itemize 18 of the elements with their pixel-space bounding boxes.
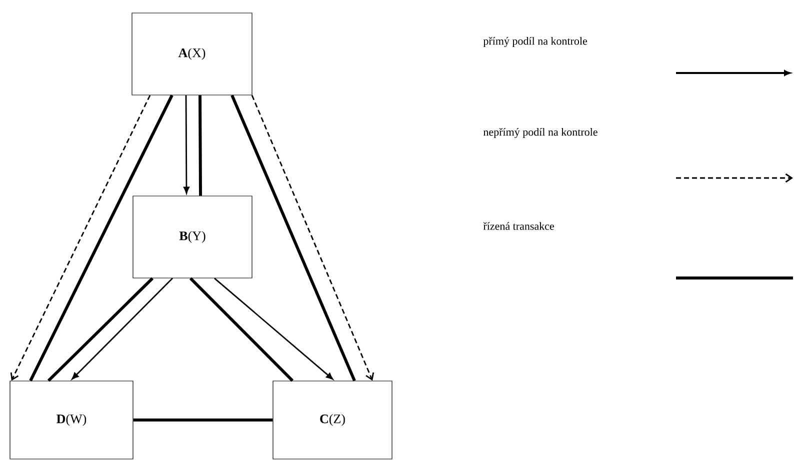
connector-line [133,418,273,422]
legend-text: přímý podíl na kontrole [483,36,588,47]
company-box: A(X) [132,12,252,96]
arrow [184,95,190,194]
company-box: C(Z) [272,380,392,460]
arrow [72,278,173,380]
arrow [251,95,374,381]
connector-line [47,277,154,382]
connector-line [230,94,356,382]
legend-text: řízená transakce [483,222,554,230]
legend-text: nepřímý podíl na kontrole [483,128,598,138]
arrow [10,94,151,381]
arrow [214,278,334,380]
connector-line [189,277,294,382]
company-box: B(Y) [132,196,252,278]
company-box: D(W) [10,380,134,460]
connector-line [198,95,202,196]
connector-line [29,94,174,382]
